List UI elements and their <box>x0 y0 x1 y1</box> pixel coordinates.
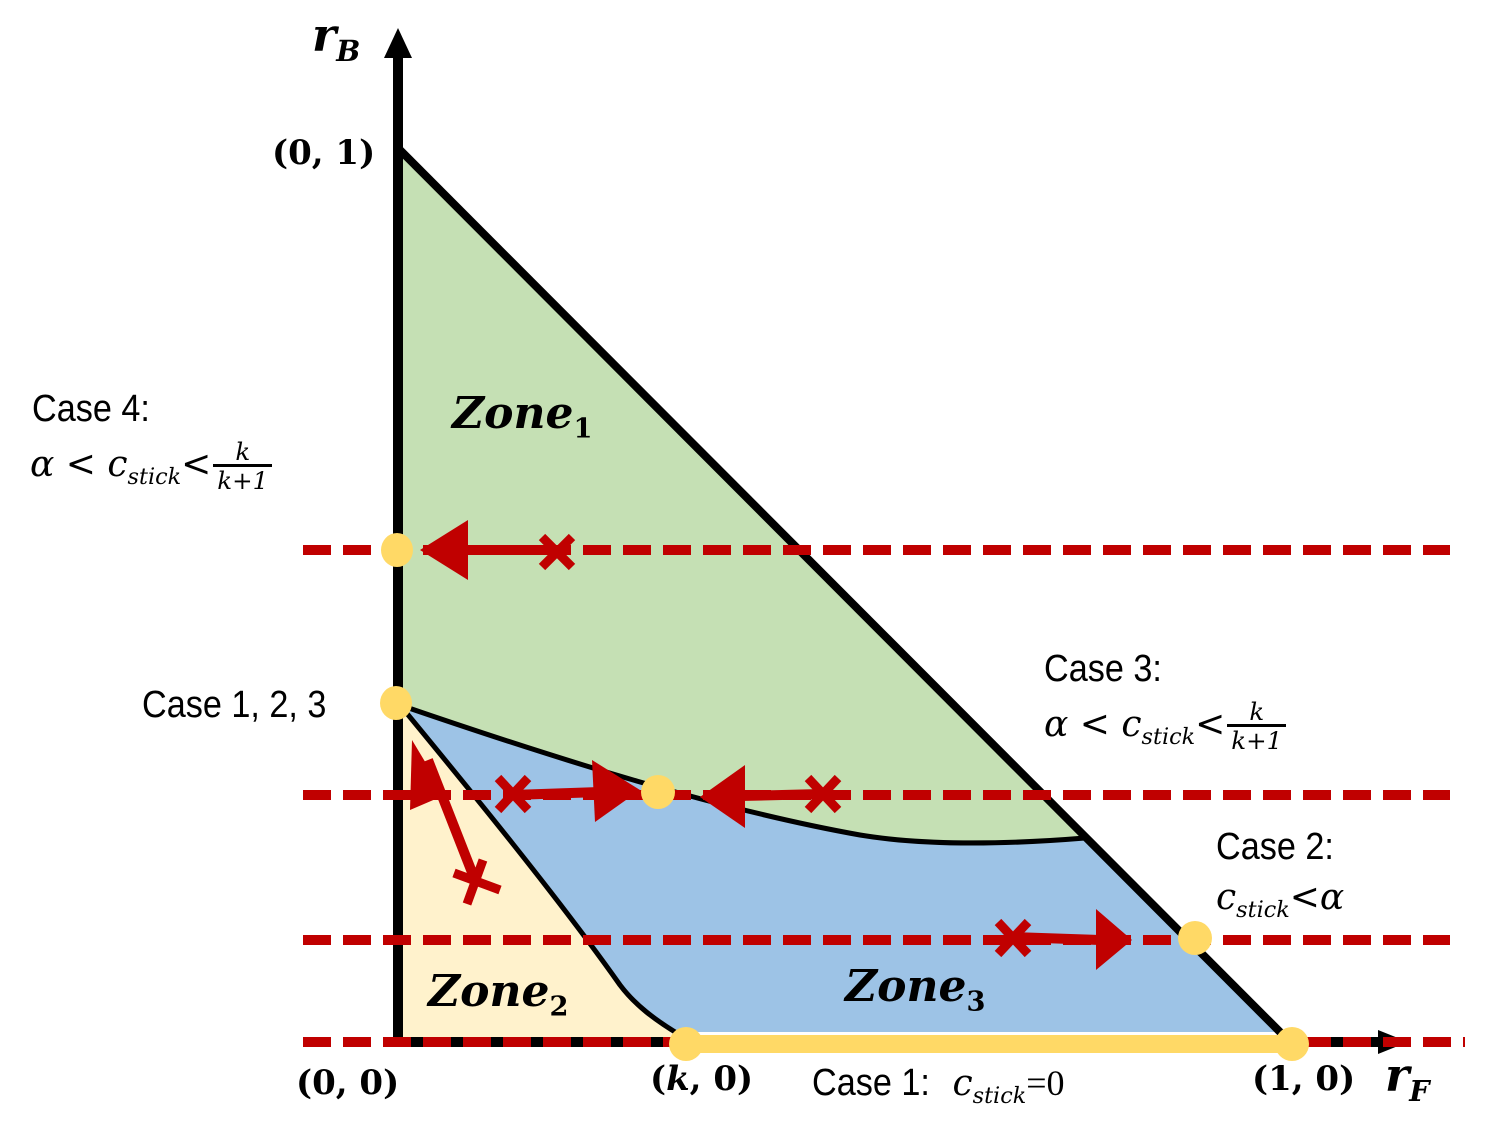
k-point-dot <box>669 1027 703 1061</box>
case123-label: Case 1, 2, 3 <box>142 684 327 726</box>
case4-title: Case 4: <box>32 388 150 430</box>
case123-equilibrium-dot <box>380 686 412 720</box>
zone2-label: Zone2 <box>428 966 569 1023</box>
case4-equilibrium-dot <box>381 533 413 567</box>
x-marker-icon <box>994 918 1032 958</box>
case3-left-arrow-shaft <box>739 789 823 801</box>
equilibrium-points <box>380 533 1309 1061</box>
y-axis-arrow-icon <box>384 28 412 58</box>
case3-right-arrow-head-icon <box>592 760 640 822</box>
simplex-boundary <box>397 147 1285 1037</box>
zone2-arrow-head-icon <box>410 740 445 810</box>
point-label-k-0: (k, 0) <box>650 1059 754 1099</box>
point-label-0-1: (0, 1) <box>272 133 376 173</box>
x-marker-icon <box>538 533 576 571</box>
x-marker-icon <box>494 774 532 814</box>
y-axis-label: rB <box>312 8 361 68</box>
boundary-zone2-zone3 <box>398 703 682 1038</box>
case3-right-arrow-shaft <box>511 787 601 800</box>
case2-equilibrium-dot <box>1178 921 1212 955</box>
point-label-origin: (0, 0) <box>296 1063 400 1103</box>
case3-equilibrium-dot <box>641 775 675 809</box>
zone2-region <box>400 705 680 1040</box>
boundary-zone1-zone3 <box>399 702 1086 846</box>
case3-title: Case 3: <box>1044 648 1162 690</box>
x-axis-label: rF <box>1385 1048 1430 1108</box>
point-label-1-0: (1, 0) <box>1252 1059 1356 1099</box>
case2-arrow-head-icon <box>1096 909 1132 970</box>
case2-arrow-shaft <box>1011 932 1101 945</box>
case1-label: Case 1: cstick=0 <box>812 1062 1065 1109</box>
case2-title: Case 2: <box>1216 826 1334 868</box>
start-markers <box>452 533 1032 958</box>
x-marker-icon <box>452 858 502 906</box>
zone1-label: Zone1 <box>452 388 593 445</box>
case3-left-arrow-head-icon <box>700 765 745 828</box>
case4-arrow-head-icon <box>420 520 468 580</box>
case2-condition: cstick<α <box>1216 877 1345 923</box>
zone3-label: Zone3 <box>845 961 986 1018</box>
x-marker-icon <box>804 774 842 814</box>
one-point-dot <box>1275 1027 1309 1061</box>
dynamics-arrows <box>410 520 1132 970</box>
